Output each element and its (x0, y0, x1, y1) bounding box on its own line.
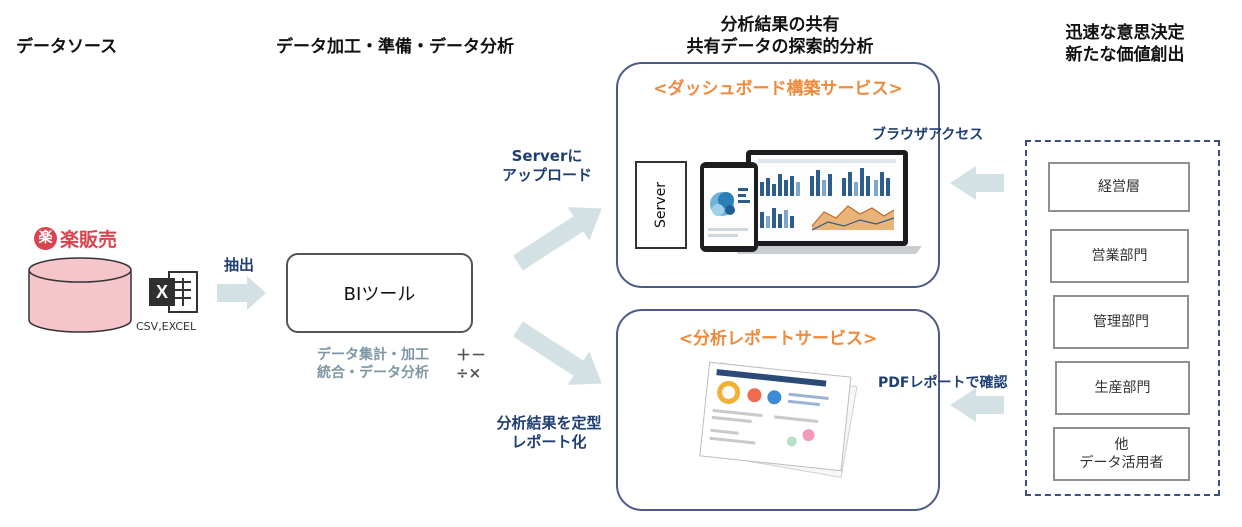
brand-mark-icon: 楽 (34, 226, 57, 250)
user-production: 生産部門 (1055, 361, 1190, 415)
bi-caption: データ集計・加工 統合・データ分析 (298, 346, 448, 382)
dashboard-service-title: <ダッシュボード構築サービス> (653, 79, 903, 99)
user-executive: 経営層 (1048, 162, 1190, 212)
upload-label-line1: Serverに (511, 147, 583, 165)
user-others: 他 データ活用者 (1053, 427, 1190, 481)
user-others-label-line2: データ活用者 (1079, 455, 1164, 471)
server-label: Server (653, 182, 669, 228)
user-admin-label: 管理部門 (1093, 314, 1149, 330)
header-data-source: データソース (16, 37, 118, 57)
report-label: 分析結果を定型 レポート化 (488, 414, 610, 452)
report-label-line1: 分析結果を定型 (496, 414, 602, 432)
report-service-title: <分析レポートサービス> (678, 329, 878, 349)
upload-label-line2: アップロード (501, 166, 592, 184)
svg-text:X: X (156, 282, 168, 302)
user-production-label: 生産部門 (1094, 380, 1151, 396)
report-arrow (513, 321, 602, 385)
header-decision: 迅速な意思決定 新たな価値創出 (1030, 22, 1220, 66)
user-sales-label: 営業部門 (1091, 248, 1148, 264)
bi-tool-box: BIツール (286, 253, 473, 333)
pdf-arrow (950, 388, 1004, 422)
upload-arrow (513, 207, 602, 271)
user-others-label-line1: 他 (1114, 437, 1129, 453)
pdf-check-label: PDFレポートで確認 (878, 375, 1008, 391)
server-box: Server (635, 161, 687, 249)
bi-tool-label: BIツール (343, 284, 416, 305)
header-decision-line2: 新たな価値創出 (1065, 45, 1185, 65)
user-admin: 管理部門 (1053, 295, 1189, 349)
dashboard-devices-illustration (700, 150, 922, 254)
brand-logo: 楽 楽販売 (34, 226, 118, 251)
extract-arrow (217, 276, 266, 310)
user-executive-label: 経営層 (1098, 179, 1140, 195)
header-decision-line1: 迅速な意思決定 (1065, 23, 1185, 43)
excel-label: CSV,EXCEL (136, 320, 197, 333)
report-documents-illustration (699, 361, 858, 479)
math-ops: ＋－ ÷× (456, 346, 486, 382)
math-ops-line1: ＋－ (456, 346, 487, 364)
header-processing: データ加工・準備・データ分析 (276, 37, 514, 57)
header-sharing-line1: 分析結果の共有 (720, 15, 840, 35)
user-sales: 営業部門 (1050, 229, 1189, 283)
brand-name: 楽販売 (60, 228, 118, 251)
header-sharing: 分析結果の共有 共有データの探索的分析 (640, 14, 920, 58)
math-ops-line2: ÷× (456, 364, 482, 382)
users-group (1025, 140, 1220, 496)
report-label-line2: レポート化 (511, 433, 587, 451)
browser-access-arrow (950, 166, 1004, 200)
browser-access-label: ブラウザアクセス (872, 127, 984, 143)
bi-caption-line2: 統合・データ分析 (317, 365, 429, 381)
bi-caption-line1: データ集計・加工 (317, 347, 429, 363)
extract-label: 抽出 (224, 256, 255, 274)
header-sharing-line2: 共有データの探索的分析 (686, 37, 874, 57)
upload-label: Serverに アップロード (492, 147, 602, 185)
database-icon (28, 257, 132, 333)
excel-icon: X (149, 271, 198, 313)
